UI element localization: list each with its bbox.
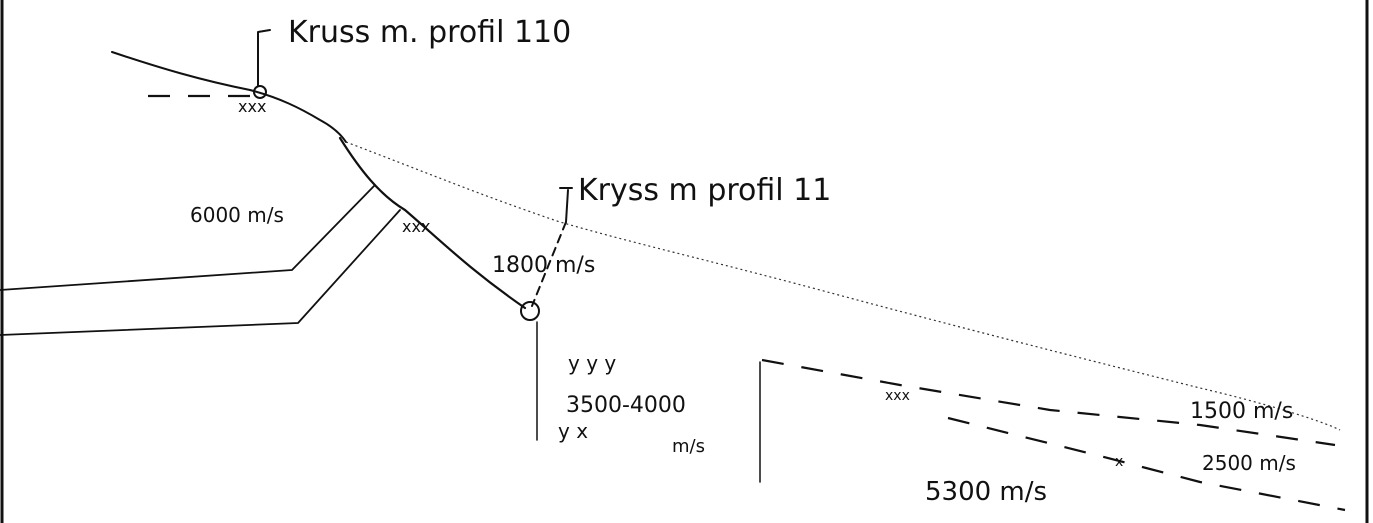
label-velocity-1500: 1500 m/s xyxy=(1190,399,1293,424)
cross-marks-110: xxx xyxy=(238,97,266,116)
cross-marks-right-1: xxx xyxy=(885,388,910,404)
cross-marks-right-2: x xyxy=(1115,454,1123,470)
granite-symbols-top: y y y xyxy=(568,351,616,375)
profile-11-dashed-leader xyxy=(531,221,567,307)
profile-110-leader xyxy=(257,29,271,87)
label-velocity-1800: 1800 m/s xyxy=(492,253,595,278)
dashed-boundary-upper xyxy=(761,358,1336,447)
block-6000-lower xyxy=(0,209,401,336)
ground-surface-line xyxy=(111,51,347,143)
block-6000-upper xyxy=(0,184,376,291)
profile-110-marker xyxy=(253,85,267,99)
label-cross-profile-110: Kruss m. profil 110 xyxy=(288,15,571,50)
label-velocity-5300: 5300 m/s xyxy=(925,477,1047,507)
label-velocity-3500-4000-unit: m/s xyxy=(672,436,705,457)
dashed-boundary-middle xyxy=(947,416,1346,512)
cross-marks-slope: xxx xyxy=(402,217,430,236)
profile-11-marker xyxy=(520,301,540,321)
refractor-6000 xyxy=(338,136,527,310)
label-cross-profile-11: Kryss m profil 11 xyxy=(578,173,831,208)
label-velocity-6000: 6000 m/s xyxy=(190,203,284,227)
granite-symbols-bottom: y x xyxy=(558,419,588,443)
profile-11-leader xyxy=(559,187,573,223)
label-velocity-3500-4000: 3500-4000 xyxy=(566,393,686,418)
label-velocity-2500: 2500 m/s xyxy=(1202,451,1296,475)
